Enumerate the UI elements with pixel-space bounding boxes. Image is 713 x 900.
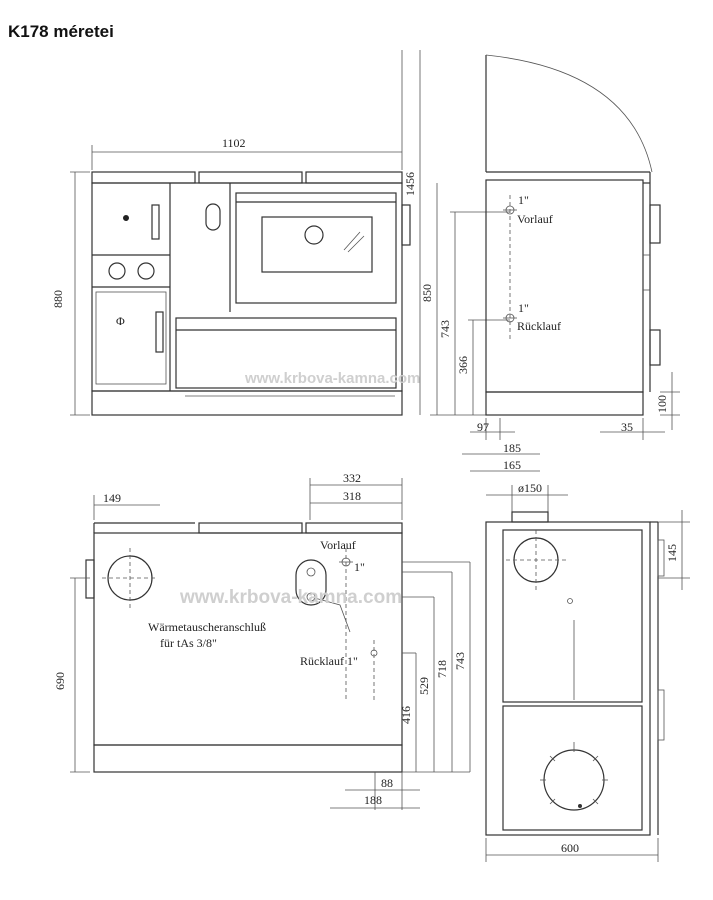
dim-150: ø150 [518, 481, 542, 495]
dim-366: 366 [456, 356, 470, 374]
dim-top-743: 743 [453, 652, 467, 670]
plan-view [485, 511, 665, 836]
dim-top-188: 188 [364, 793, 382, 807]
label-heat-exchanger-2: für tAs 3/8" [160, 636, 217, 650]
dim-top-416: 416 [399, 706, 413, 724]
dim-side-97: 97 [477, 420, 489, 434]
side-dimensions: 100 97 35 185 165 ø150 [462, 372, 680, 520]
dim-total-height: 1456 [403, 172, 417, 196]
dim-165: 165 [503, 458, 521, 472]
dim-145: 145 [665, 544, 679, 562]
label-one-inch-top: 1" [354, 560, 365, 574]
side-view [485, 54, 661, 416]
watermark-front: www.krbova-kamna.com [244, 370, 420, 387]
label-vorlauf-top: Vorlauf [320, 538, 356, 552]
front-dimensions: 1102 880 1456 850 743 366 [51, 50, 510, 416]
plan-dimensions: 145 600 [485, 510, 690, 862]
dim-850: 850 [420, 284, 434, 302]
dim-front-width: 1102 [222, 136, 246, 150]
dim-top-718: 718 [435, 660, 449, 678]
dim-185: 185 [503, 441, 521, 455]
label-heat-exchanger-1: Wärmetauscheranschluß [148, 620, 266, 634]
dim-600: 600 [561, 841, 579, 855]
dim-side-35: 35 [621, 420, 633, 434]
label-one-inch-side-2: 1" [518, 301, 529, 315]
svg-text:Φ: Φ [116, 314, 125, 328]
dim-top-690: 690 [53, 672, 67, 690]
label-ruecklauf-top: Rücklauf 1" [300, 654, 358, 668]
label-vorlauf-side: Vorlauf [517, 212, 553, 226]
page-title: K178 méretei [8, 22, 114, 41]
label-ruecklauf-side: Rücklauf [517, 319, 561, 333]
watermark-top: www.krbova-kamna.com [179, 587, 402, 608]
dim-side-100: 100 [655, 395, 669, 413]
dim-top-88: 88 [381, 776, 393, 790]
front-view: Φ [91, 171, 411, 416]
dim-top-149: 149 [103, 491, 121, 505]
dim-top-318: 318 [343, 489, 361, 503]
top-dimensions: 149 332 318 690 416 529 718 743 88 188 [53, 471, 471, 810]
dim-top-529: 529 [417, 677, 431, 695]
label-one-inch-side: 1" [518, 193, 529, 207]
dim-743a: 743 [438, 320, 452, 338]
top-view [85, 522, 403, 773]
dim-top-332: 332 [343, 471, 361, 485]
dim-front-height: 880 [51, 290, 65, 308]
